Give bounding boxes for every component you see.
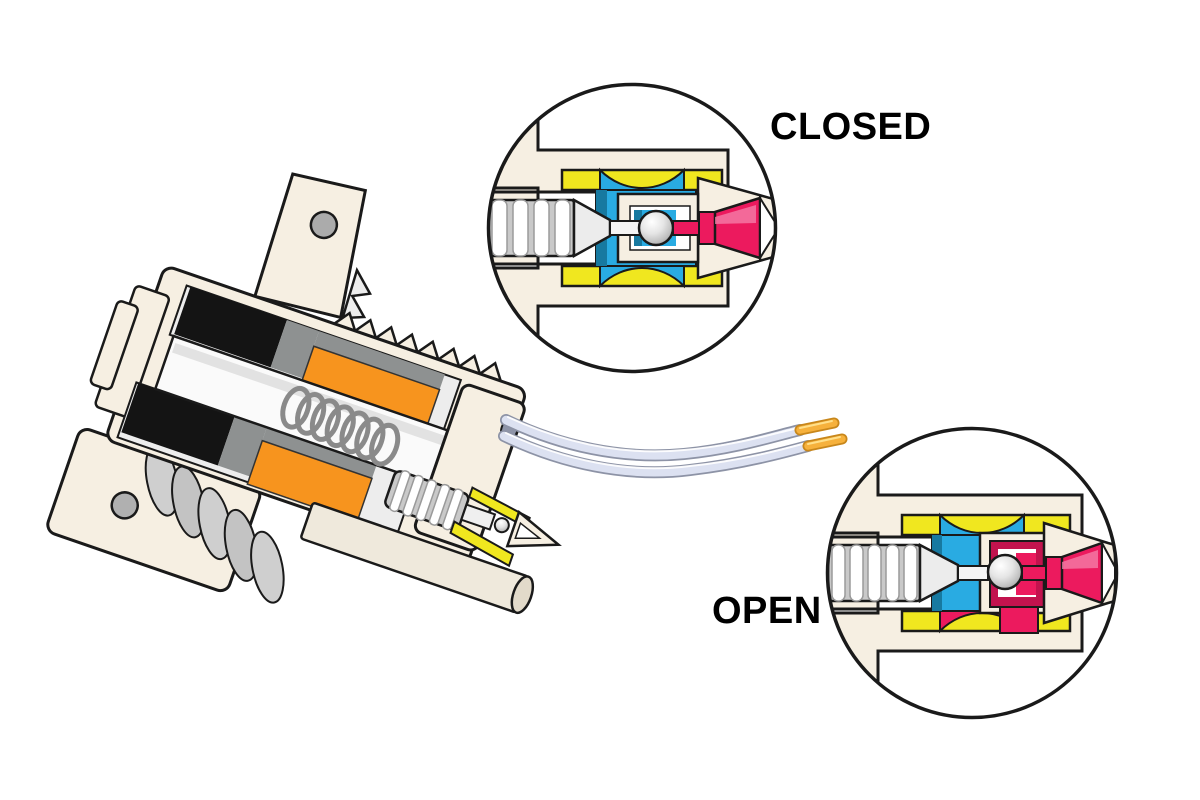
return-spring — [280, 385, 401, 467]
valve-ball — [986, 553, 1024, 591]
left-flange — [89, 285, 171, 418]
valve-ball-small — [493, 517, 510, 534]
coil-winding-lower — [246, 439, 373, 523]
pole-piece-upper — [174, 286, 287, 368]
inlet-flow-upper — [599, 167, 685, 191]
seal-strip-lower — [449, 520, 515, 568]
solenoid-valve-cutaway — [46, 172, 562, 615]
wire-tips — [794, 417, 848, 452]
pole-piece-lower — [121, 383, 235, 466]
valve-tip-assembly — [384, 470, 562, 568]
mounting-bracket-top — [252, 172, 372, 320]
open-inset-circle — [825, 426, 1119, 720]
open-detail-inset — [825, 426, 1119, 720]
inlet-flow-lower — [599, 265, 685, 289]
armature-plunger — [488, 197, 641, 259]
outlet-passage-lower — [999, 606, 1039, 634]
closed-label: CLOSED — [770, 106, 932, 148]
guide-pin — [300, 502, 535, 615]
helical-thread — [144, 443, 285, 604]
open-label: OPEN — [712, 590, 822, 632]
inlet-flow-upper — [939, 512, 1025, 536]
valve-ball — [637, 209, 675, 247]
central-channel — [153, 334, 490, 499]
outlet-nozzle — [1021, 541, 1116, 605]
mounting-hole-bottom — [110, 491, 139, 520]
mounting-hole-top — [309, 210, 339, 240]
closed-inset-circle — [486, 82, 778, 374]
armature-plunger — [827, 542, 989, 604]
closed-detail-inset — [486, 82, 778, 374]
lead-wires — [498, 414, 848, 479]
cutaway-jagged-edge — [340, 266, 372, 320]
